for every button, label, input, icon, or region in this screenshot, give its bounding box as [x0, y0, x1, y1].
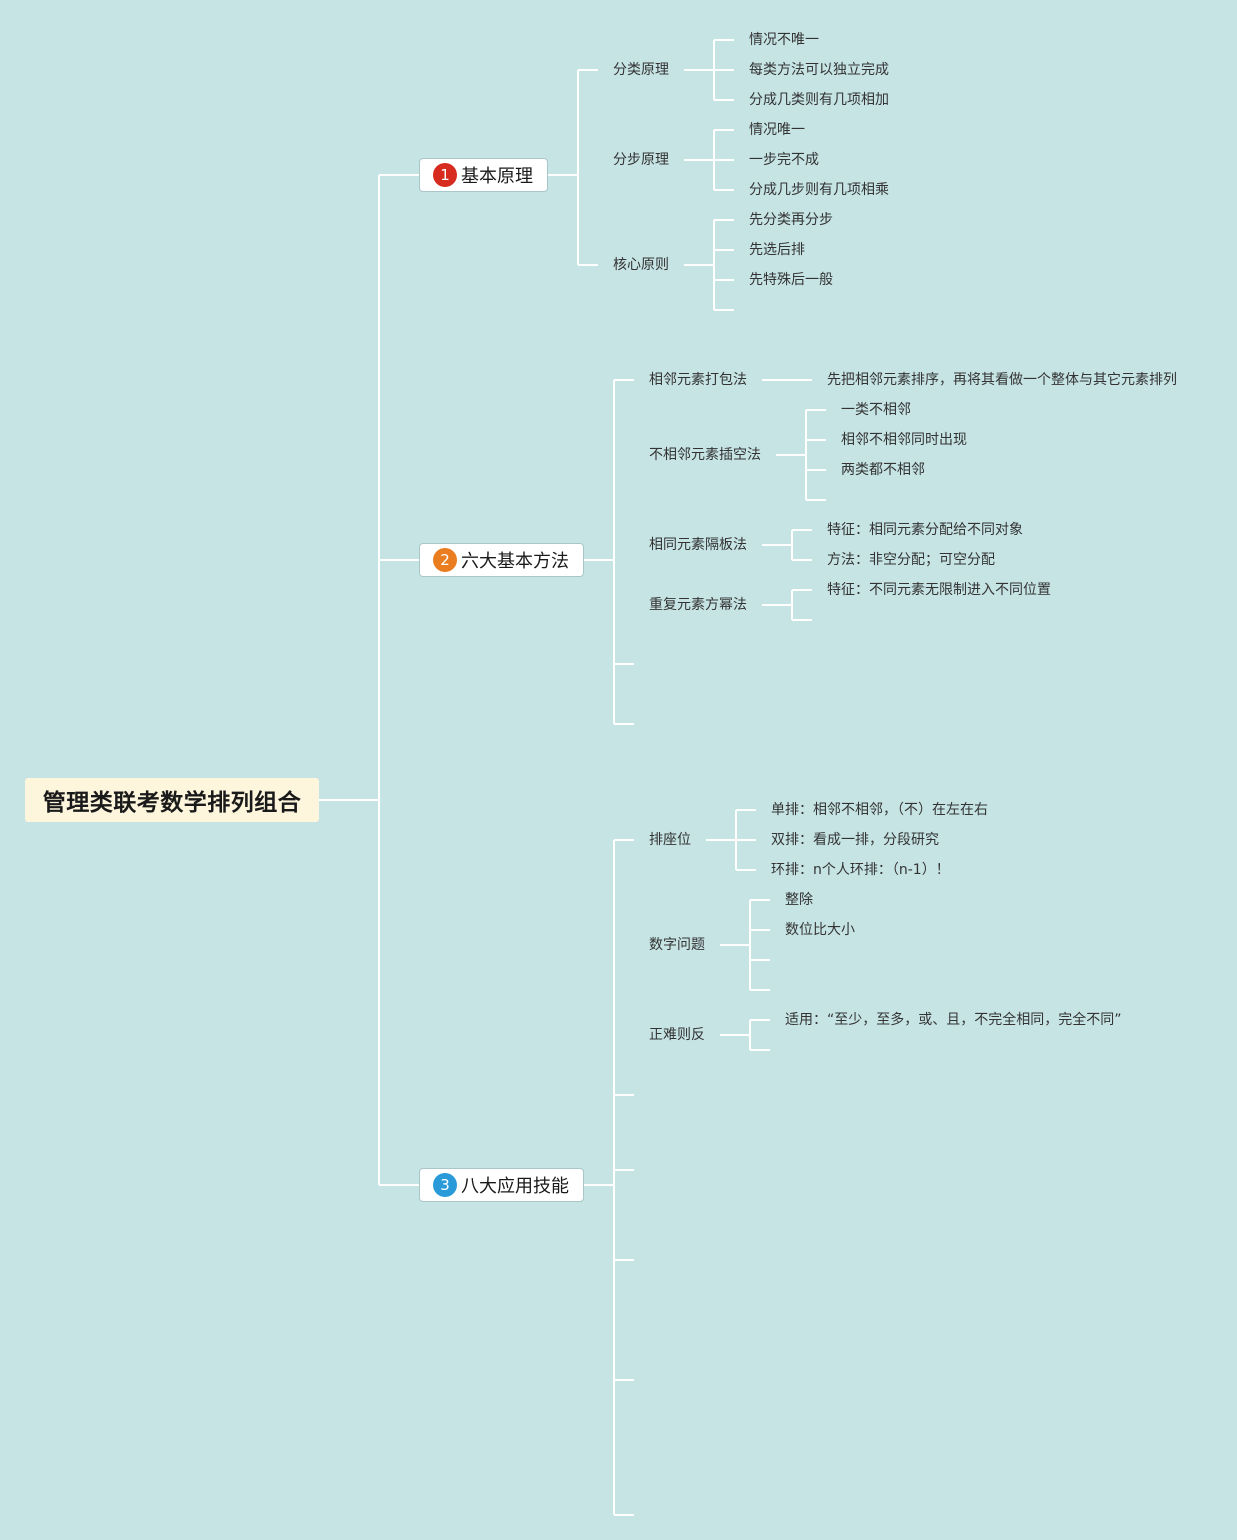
- subtopic-node[interactable]: 相同元素隔板法: [649, 537, 747, 553]
- leaf-node[interactable]: 先把相邻元素排序，再将其看做一个整体与其它元素排列: [827, 372, 1177, 388]
- subtopic-node[interactable]: 数字问题: [649, 937, 705, 953]
- leaf-node[interactable]: 特征：相同元素分配给不同对象: [827, 522, 1023, 538]
- subtopic-node[interactable]: 核心原则: [613, 257, 669, 273]
- subtopic-node[interactable]: 正难则反: [649, 1027, 705, 1043]
- leaf-node[interactable]: 环排：n个人环排：（n-1）！: [771, 862, 950, 878]
- branch-node-six-methods[interactable]: 2 六大基本方法: [419, 543, 584, 577]
- leaf-node[interactable]: 两类都不相邻: [841, 462, 925, 478]
- leaf-node[interactable]: 一步完不成: [749, 152, 819, 168]
- branch-label: 基本原理: [461, 166, 533, 187]
- leaf-node[interactable]: 分成几步则有几项相乘: [749, 182, 889, 198]
- subtopic-node[interactable]: 分类原理: [613, 62, 669, 78]
- subtopic-node[interactable]: 不相邻元素插空法: [649, 447, 761, 463]
- leaf-node[interactable]: 特征：不同元素无限制进入不同位置: [827, 582, 1051, 598]
- leaf-node[interactable]: 先特殊后一般: [749, 272, 833, 288]
- leaf-node[interactable]: 方法：非空分配；可空分配: [827, 552, 995, 568]
- leaf-node[interactable]: 单排：相邻不相邻，（不）在左在右: [771, 802, 988, 818]
- number-badge-1: 1: [433, 163, 457, 187]
- branch-node-basic-principles[interactable]: 1 基本原理: [419, 158, 548, 192]
- number-badge-2: 2: [433, 548, 457, 572]
- leaf-node[interactable]: 数位比大小: [785, 922, 855, 938]
- branch-node-eight-skills[interactable]: 3 八大应用技能: [419, 1168, 584, 1202]
- leaf-node[interactable]: 每类方法可以独立完成: [749, 62, 889, 78]
- subtopic-node[interactable]: 排座位: [649, 832, 691, 848]
- leaf-node[interactable]: 一类不相邻: [841, 402, 911, 418]
- leaf-node[interactable]: 适用：“至少，至多，或、且，不完全相同，完全不同”: [785, 1012, 1122, 1028]
- subtopic-node[interactable]: 相邻元素打包法: [649, 372, 747, 388]
- subtopic-node[interactable]: 分步原理: [613, 152, 669, 168]
- subtopic-node[interactable]: 重复元素方幂法: [649, 597, 747, 613]
- leaf-node[interactable]: 先分类再分步: [749, 212, 833, 228]
- root-node[interactable]: 管理类联考数学排列组合: [25, 778, 319, 822]
- leaf-node[interactable]: 情况不唯一: [749, 32, 819, 48]
- leaf-node[interactable]: 相邻不相邻同时出现: [841, 432, 967, 448]
- leaf-node[interactable]: 双排：看成一排，分段研究: [771, 832, 939, 848]
- leaf-node[interactable]: 整除: [785, 892, 813, 908]
- leaf-node[interactable]: 分成几类则有几项相加: [749, 92, 889, 108]
- number-badge-3: 3: [433, 1173, 457, 1197]
- leaf-node[interactable]: 先选后排: [749, 242, 805, 258]
- branch-label: 六大基本方法: [461, 551, 569, 572]
- root-label: 管理类联考数学排列组合: [42, 790, 302, 816]
- leaf-node[interactable]: 情况唯一: [749, 122, 805, 138]
- branch-label: 八大应用技能: [461, 1176, 569, 1197]
